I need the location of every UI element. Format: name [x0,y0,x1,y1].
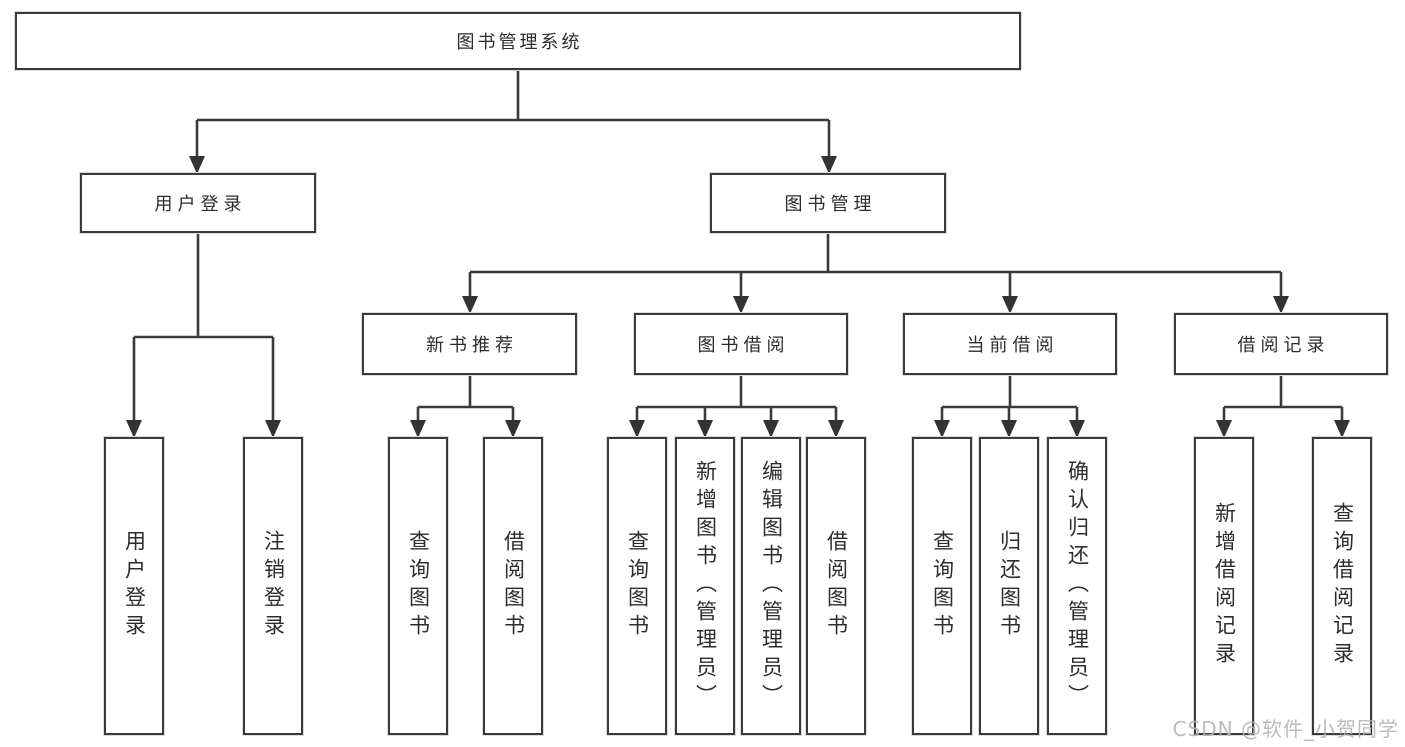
leaf-label: 查询借阅记录 [1330,502,1355,670]
leaf-label: 用户登录 [122,530,147,642]
csdn-watermark: CSDN @软件_小贺同学 [1172,717,1399,741]
leaf-label: 查询图书 [406,530,431,642]
leaf-return-books: 归还图书 [979,437,1039,735]
arrowhead [1001,420,1017,438]
arrowhead [189,156,205,174]
arrowhead [828,420,844,438]
leaf-label: 新增图书（管理员） [693,460,718,712]
leaf-edit-books-admin: 编辑图书（管理员） [741,437,801,735]
node-label: 图书借阅 [697,335,790,356]
leaf-add-books-admin: 新增图书（管理员） [675,437,735,735]
leaf-query-books-recommend: 查询图书 [388,437,448,735]
leaf-label: 查询图书 [930,530,955,642]
leaf-label: 借阅图书 [501,530,526,642]
edge-borrowing-records-to-leaves [1222,375,1344,422]
arrowhead [410,420,426,438]
node-book-management: 图书管理 [710,173,946,233]
leaf-add-borrow-record: 新增借阅记录 [1194,437,1254,735]
node-label: 图书管理系统 [456,32,583,53]
edge-root-to-level2 [195,70,831,158]
arrowhead [1069,420,1085,438]
node-label: 当前借阅 [966,335,1059,356]
edge-book-management-to-level3 [468,233,1283,298]
node-borrowing-records: 借阅记录 [1174,313,1388,375]
node-label: 新书推荐 [426,335,518,356]
arrowhead [462,296,478,314]
leaf-label: 借阅图书 [824,530,849,642]
arrowhead [629,420,645,438]
leaf-user-login: 用户登录 [104,437,164,735]
arrowhead [821,156,837,174]
leaf-label: 归还图书 [997,530,1022,642]
leaf-label: 新增借阅记录 [1212,502,1237,670]
edge-user-login-to-leaves [132,233,275,422]
edge-new-book-recommend-to-leaves [416,375,515,422]
arrowhead [1002,296,1018,314]
leaf-borrow-books-recommend: 借阅图书 [483,437,543,735]
arrowhead [697,420,713,438]
arrowhead [505,420,521,438]
edge-book-borrowing-to-leaves [635,375,838,422]
leaf-label: 确认归还（管理员） [1065,460,1090,712]
leaf-borrow-books-borrowing: 借阅图书 [806,437,866,735]
node-label: 借阅记录 [1237,335,1330,356]
leaf-label: 编辑图书（管理员） [759,460,784,712]
leaf-label: 注销登录 [261,530,286,642]
leaf-logout-login: 注销登录 [243,437,303,735]
leaf-label: 查询图书 [625,530,650,642]
arrowhead [934,420,950,438]
leaf-query-books-borrowing: 查询图书 [607,437,667,735]
node-label: 图书管理 [784,194,877,215]
arrowhead [265,420,281,438]
leaf-query-borrow-record: 查询借阅记录 [1312,437,1372,735]
edge-current-borrowing-to-leaves [940,375,1079,422]
leaf-confirm-return-admin: 确认归还（管理员） [1047,437,1107,735]
node-current-borrowing: 当前借阅 [903,313,1117,375]
arrowhead [1216,420,1232,438]
leaf-query-books-current: 查询图书 [912,437,972,735]
arrowhead [763,420,779,438]
arrowhead [126,420,142,438]
node-user-login: 用户登录 [80,173,316,233]
node-book-borrowing: 图书借阅 [634,313,848,375]
arrowhead [1273,296,1289,314]
node-label: 用户登录 [154,194,247,215]
arrowhead [1334,420,1350,438]
node-library-system: 图书管理系统 [15,12,1021,70]
node-new-book-recommend: 新书推荐 [362,313,577,375]
arrowhead [733,296,749,314]
